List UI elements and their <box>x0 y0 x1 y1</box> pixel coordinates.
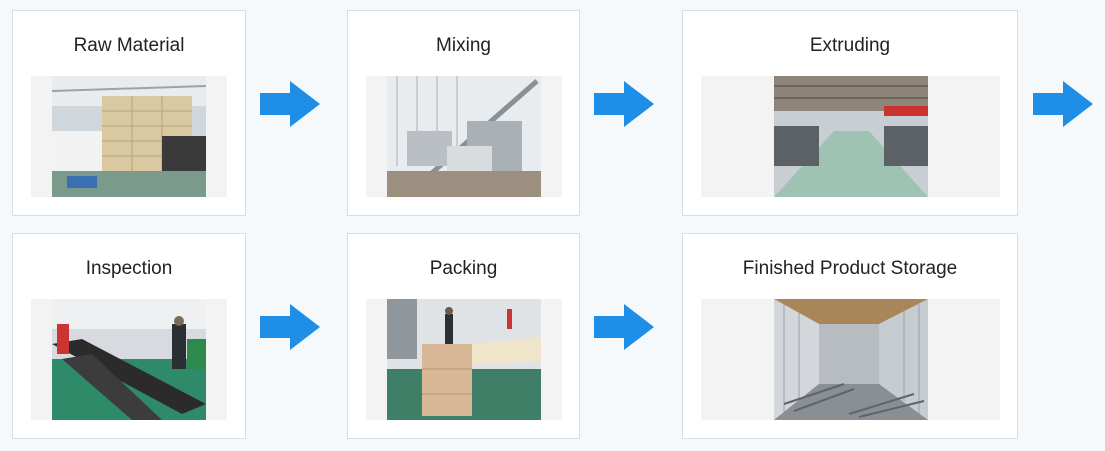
storage-shed-photo <box>774 299 928 420</box>
mixing-machine-photo <box>387 76 541 197</box>
photo-frame <box>701 76 1000 197</box>
step-title: Finished Product Storage <box>742 258 958 279</box>
step-card-mixing: Mixing <box>347 10 580 216</box>
extrusion-hall-photo <box>774 76 928 197</box>
step-card-finished-product-storage: Finished Product Storage <box>682 233 1018 439</box>
photo-frame <box>366 76 562 197</box>
arrow-right-icon <box>260 304 320 350</box>
step-card-packing: Packing <box>347 233 580 439</box>
step-title: Raw Material <box>73 35 185 56</box>
arrow-right-icon <box>594 304 654 350</box>
step-title: Extruding <box>809 35 891 56</box>
photo-frame <box>701 299 1000 420</box>
arrow-right-icon <box>260 81 320 127</box>
step-title: Mixing <box>436 35 491 56</box>
inspection-line-photo <box>52 299 206 420</box>
step-card-extruding: Extruding <box>682 10 1018 216</box>
photo-frame <box>31 299 227 420</box>
arrow-right-icon <box>594 81 654 127</box>
photo-frame <box>31 76 227 197</box>
step-card-inspection: Inspection <box>12 233 246 439</box>
warehouse-sacks-photo <box>52 76 206 197</box>
photo-frame <box>366 299 562 420</box>
step-card-raw-material: Raw Material <box>12 10 246 216</box>
packing-area-photo <box>387 299 541 420</box>
step-title: Packing <box>429 258 498 279</box>
arrow-right-icon <box>1033 81 1093 127</box>
step-title: Inspection <box>85 258 173 279</box>
